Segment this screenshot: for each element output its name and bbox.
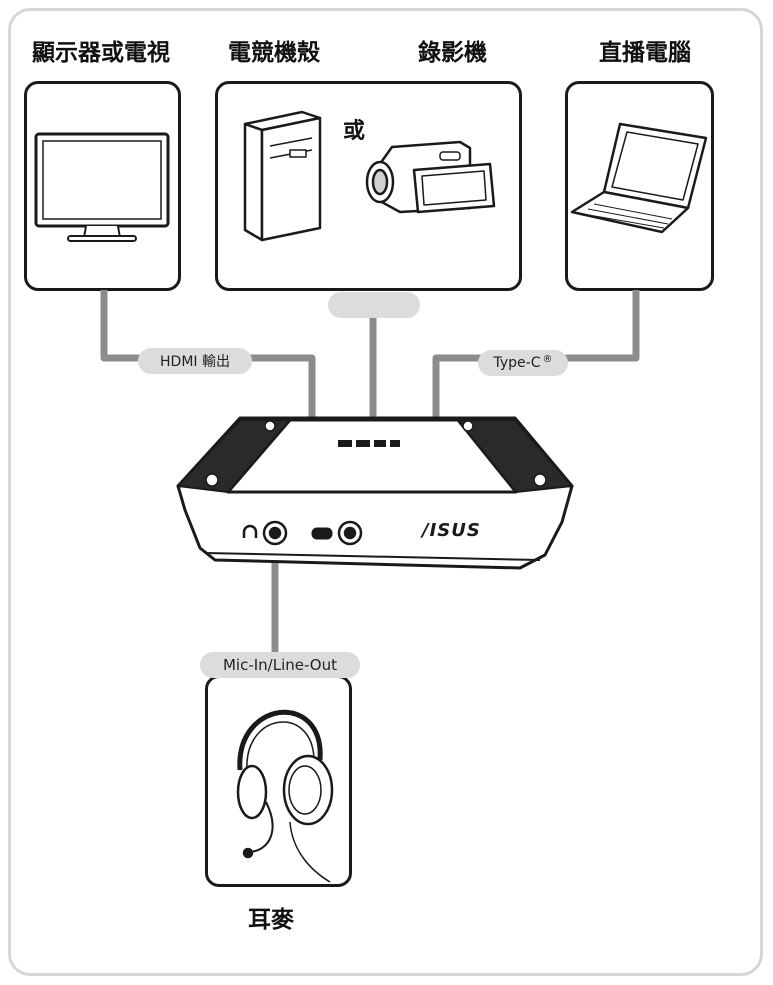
type-c-mark: ®	[542, 353, 553, 365]
mic-jack	[337, 520, 363, 546]
headphone-port-icon	[242, 524, 258, 538]
led-strip	[338, 440, 400, 447]
display-label: 顯示器或電視	[32, 40, 170, 66]
tower-pc-icon	[243, 110, 322, 242]
headset-icon	[236, 709, 334, 883]
type-c-label: Type-C	[493, 355, 541, 371]
gamepad-port-icon	[311, 527, 333, 540]
pc-connector-pill	[328, 292, 420, 318]
display-box	[24, 81, 181, 291]
capture-box-lip	[204, 552, 541, 561]
brand-logo: /ISUS	[422, 520, 481, 541]
laptop-icon	[570, 122, 708, 234]
gaming-pc-label: 電競機殼	[228, 40, 320, 66]
type-c-pill: Type-C®	[478, 350, 568, 376]
hdmi-output-pill: HDMI 輸出	[138, 348, 252, 374]
or-text: 或	[343, 119, 366, 144]
monitor-icon	[34, 132, 170, 242]
camcorder-icon	[365, 140, 496, 214]
headset-label: 耳麥	[248, 907, 294, 933]
mic-line-pill: Mic-In/Line-Out	[200, 652, 360, 678]
capture-box	[176, 416, 574, 570]
diagram-frame	[8, 8, 763, 976]
headphone-jack	[262, 520, 288, 546]
capture-box-body	[176, 484, 574, 570]
camcorder-label: 錄影機	[418, 40, 487, 66]
laptop-label: 直播電腦	[599, 40, 691, 66]
